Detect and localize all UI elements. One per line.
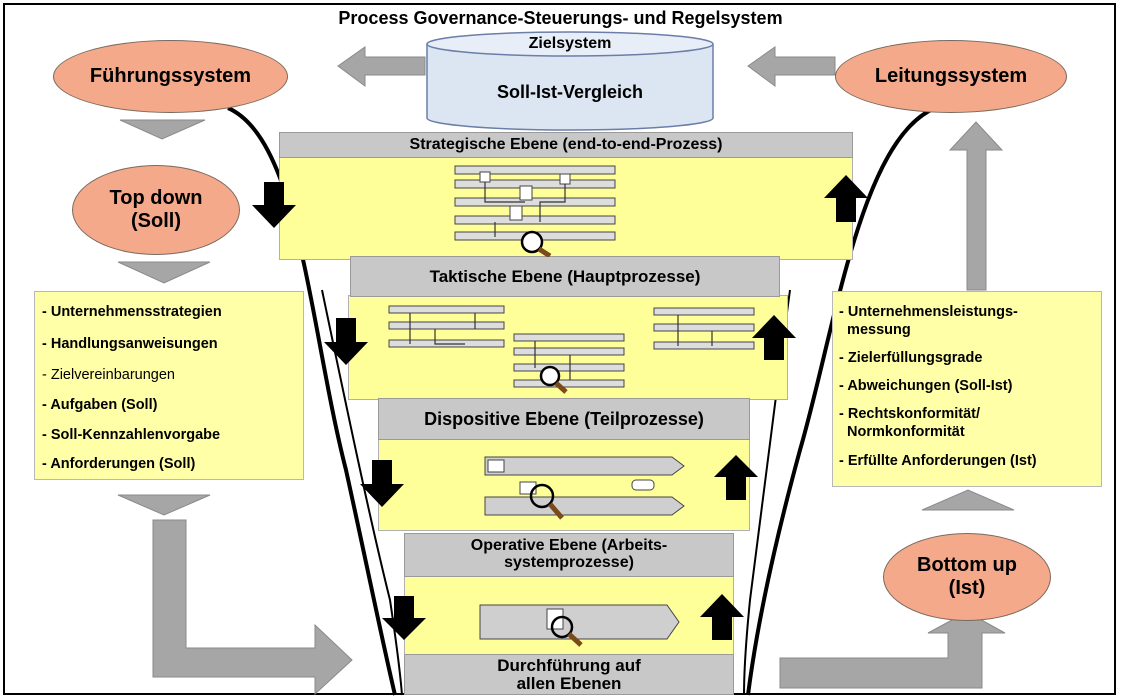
operative-level-line1: Operative Ebene (Arbeits-	[470, 537, 668, 555]
dispositive-level-label: Dispositive Ebene (Teilprozesse)	[424, 408, 704, 429]
triangle-down-3	[117, 494, 211, 516]
ist-list-item: - Zielerfüllungsgrade	[839, 350, 983, 366]
arrow-down-strategic	[252, 182, 296, 228]
soll-list-item: - Zielvereinbarungen	[42, 367, 175, 383]
soll-ist-vergleich-label: Soll-Ist-Vergleich	[496, 82, 644, 102]
top-right-arrow	[747, 46, 836, 87]
ist-list-item: messung	[839, 322, 911, 338]
arrow-down-operative	[382, 596, 426, 640]
top-left-arrow	[337, 46, 426, 87]
triangle-up-1	[921, 489, 1015, 511]
dispositive-process-thumbnail	[484, 456, 685, 520]
ist-list-item: - Abweichungen (Soll-Ist)	[839, 378, 1013, 394]
topdown-ellipse: Top down (Soll)	[72, 165, 240, 255]
funnel-left-outer	[227, 106, 397, 696]
magnifier-icon	[539, 365, 568, 394]
arrow-up-strategic	[824, 175, 868, 222]
triangle-down-1	[119, 119, 206, 140]
ist-list-item: Normkonformität	[839, 424, 965, 440]
arrow-up-tactical	[752, 315, 796, 360]
durchfuehrung-line2: allen Ebenen	[516, 673, 622, 693]
bottomup-ellipse: Bottom up (Ist)	[883, 533, 1051, 621]
soll-list-item: - Soll-Kennzahlenvorgabe	[42, 427, 221, 443]
magnifier-icon	[529, 483, 564, 520]
ist-list-item: - Rechtskonformität/	[839, 406, 980, 422]
tactical-process-thumbnail-right	[653, 307, 755, 350]
topdown-line2: (Soll)	[131, 210, 181, 232]
operative-level-bar: Operative Ebene (Arbeits- systemprozesse…	[404, 533, 734, 577]
right-up-arrow	[948, 121, 1004, 291]
arrow-down-dispositive	[360, 460, 404, 507]
operative-level-line2: systemprozesse)	[504, 554, 634, 571]
arrow-up-dispositive	[714, 455, 758, 500]
bottomup-line2: (Ist)	[948, 577, 986, 599]
arrow-up-operative	[700, 594, 744, 640]
soll-list-box: - Unternehmensstrategien - Handlungsanwe…	[34, 291, 304, 480]
durchfuehrung-line1: Durchführung auf	[497, 655, 641, 675]
strategic-level-label: Strategische Ebene (end-to-end-Prozess)	[409, 135, 723, 153]
soll-list-item: - Aufgaben (Soll)	[42, 397, 158, 413]
soll-list-item: - Unternehmensstrategien	[42, 304, 222, 320]
durchfuehrung-bar: Durchführung auf allen Ebenen	[404, 654, 734, 695]
magnifier-icon	[520, 230, 552, 257]
topdown-line1: Top down	[109, 187, 203, 209]
funnel-right-outer	[746, 106, 936, 696]
zielsystem-label: Zielsystem	[528, 35, 612, 52]
left-l-arrow	[152, 519, 353, 696]
ist-list-item: - Unternehmensleistungs-	[839, 304, 1018, 320]
funnel-left-inner	[321, 289, 403, 696]
leitungssystem-ellipse: Leitungssystem	[835, 40, 1067, 113]
right-l-arrow	[779, 611, 1006, 689]
bottomup-line1: Bottom up	[917, 554, 1017, 576]
fuehrungssystem-ellipse: Führungssystem	[53, 40, 288, 113]
soll-list-item: - Anforderungen (Soll)	[42, 456, 196, 472]
tactical-level-label: Taktische Ebene (Hauptprozesse)	[429, 266, 701, 286]
triangle-down-2	[117, 261, 211, 284]
strategic-level-bar: Strategische Ebene (end-to-end-Prozess)	[279, 132, 853, 158]
dispositive-level-bar: Dispositive Ebene (Teilprozesse)	[378, 398, 750, 440]
strategic-process-thumbnail	[454, 165, 616, 257]
tactical-process-thumbnail-center	[513, 333, 625, 394]
tactical-level-bar: Taktische Ebene (Hauptprozesse)	[350, 256, 780, 297]
ist-list-item: - Erfüllte Anforderungen (Ist)	[839, 453, 1037, 469]
soll-list-item: - Handlungsanweisungen	[42, 336, 218, 352]
fuehrungssystem-label: Führungssystem	[89, 65, 252, 87]
arrow-down-tactical	[324, 318, 368, 365]
operative-process-thumbnail	[479, 604, 680, 647]
leitungssystem-label: Leitungssystem	[874, 65, 1028, 87]
page-title: Process Governance-Steuerungs- und Regel…	[338, 8, 783, 28]
magnifier-icon	[550, 615, 583, 647]
tactical-process-thumbnail-left	[388, 305, 505, 348]
ist-list-box: - Unternehmensleistungs- messung - Ziele…	[832, 291, 1102, 487]
zielsystem-cylinder	[426, 31, 714, 131]
